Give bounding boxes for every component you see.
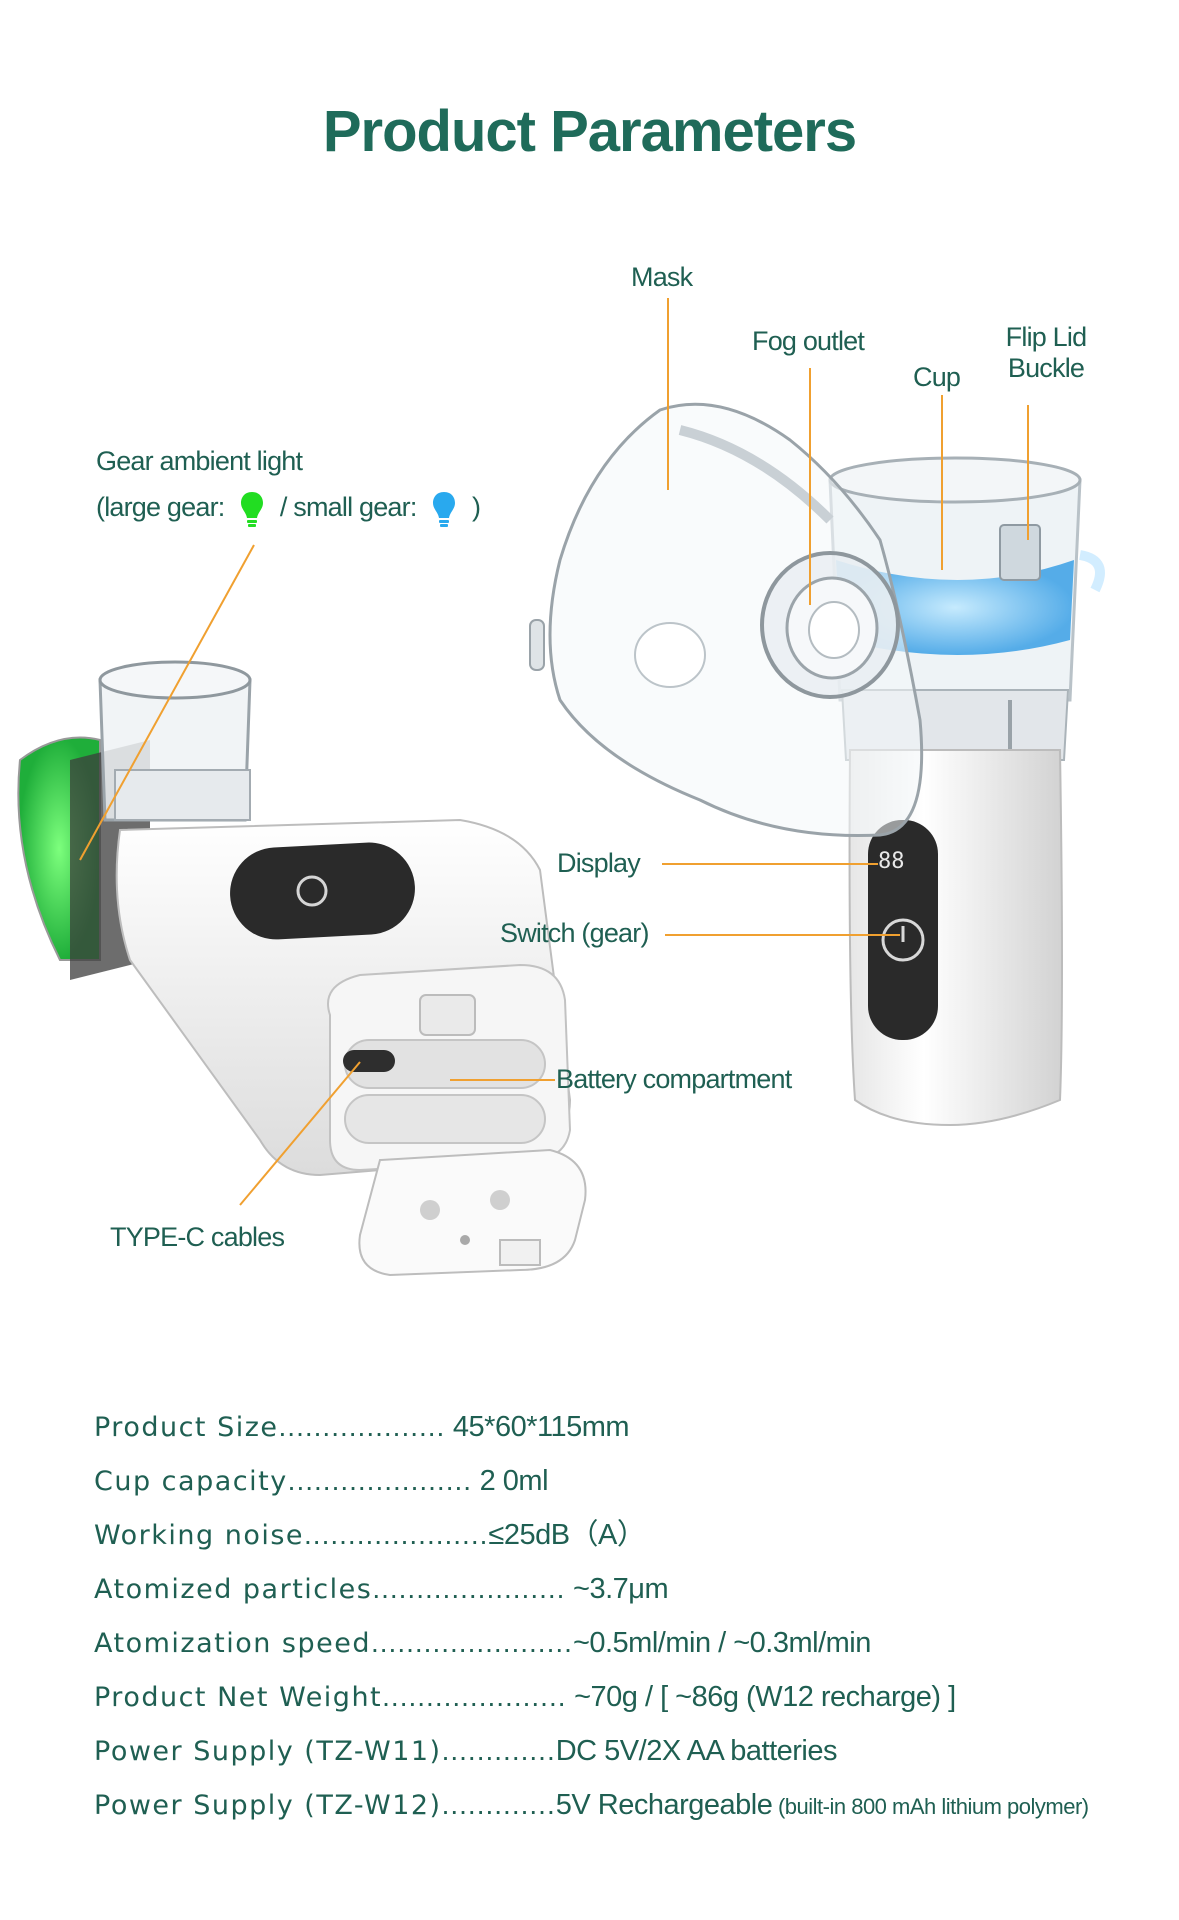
- spec-dots: .............: [441, 1789, 556, 1820]
- callout-gear-light-detail: (large gear: / small gear: ): [96, 490, 481, 528]
- page-title: Product Parameters: [322, 99, 857, 164]
- spec-row-atomization-speed: Atomization speed.......................…: [94, 1616, 1089, 1670]
- spec-value: 2 0ml: [472, 1465, 549, 1497]
- spec-value: ≤25dB（A）: [488, 1519, 646, 1551]
- callout-mask: Mask: [631, 262, 693, 292]
- callout-switch: Switch (gear): [500, 918, 649, 948]
- spec-value: 45*60*115mm: [445, 1411, 630, 1443]
- gear-light-mid: / small gear:: [279, 492, 417, 523]
- spec-list: Product Size................... 45*60*11…: [94, 1400, 1089, 1832]
- spec-value: ~0.5ml/min / ~0.3ml/min: [572, 1627, 871, 1659]
- battery-lid: [358, 1148, 587, 1277]
- callout-fog-outlet: Fog outlet: [752, 326, 865, 356]
- type-c-port: [343, 1050, 395, 1072]
- spec-value: DC 5V/2X AA batteries: [555, 1735, 838, 1767]
- spec-row-net-weight: Product Net Weight..................... …: [94, 1670, 1089, 1724]
- spec-dots: ...................: [278, 1411, 446, 1442]
- spec-dots: .............: [441, 1735, 556, 1766]
- standing-nebulizer: 88: [529, 402, 1105, 1127]
- callout-battery: Battery compartment: [556, 1064, 792, 1094]
- spec-dots: ......................: [372, 1573, 566, 1604]
- spec-dots: .....................: [304, 1519, 489, 1550]
- spec-label: Atomized particles: [94, 1574, 373, 1605]
- product-illustration: 88: [17, 298, 1105, 1277]
- spec-row-atomized-particles: Atomized particles......................…: [94, 1562, 1089, 1616]
- callout-type-c: TYPE-C cables: [110, 1222, 285, 1252]
- spec-label: Cup capacity: [94, 1466, 288, 1497]
- callout-cup: Cup: [913, 362, 961, 392]
- spec-label: Product Size: [94, 1412, 279, 1443]
- spec-label: Product Net Weight: [94, 1682, 383, 1713]
- callout-display: Display: [557, 848, 641, 878]
- spec-row-working-noise: Working noise.....................≤25dB（…: [94, 1508, 1089, 1562]
- power-icon: [881, 918, 925, 962]
- spec-row-cup-capacity: Cup capacity..................... 2 0ml: [94, 1454, 1089, 1508]
- callout-flip-lid-line2: Buckle: [1007, 353, 1085, 383]
- gear-light-prefix: (large gear:: [96, 492, 225, 523]
- display-readout: 88: [878, 849, 905, 874]
- spec-row-power-supply-w12: Power Supply (TZ-W12).............5V Rec…: [94, 1778, 1089, 1832]
- spec-label: Working noise: [94, 1520, 305, 1551]
- spec-value: ~70g / [ ~86g (W12 recharge) ]: [566, 1681, 956, 1713]
- spec-dots: .....................: [382, 1681, 567, 1712]
- spec-label: Power Supply (TZ-W11): [94, 1736, 442, 1767]
- leader-lines: [79, 298, 1029, 1206]
- leader-type-c: [239, 1061, 361, 1206]
- spec-row-product-size: Product Size................... 45*60*11…: [94, 1400, 1089, 1454]
- spec-label: Power Supply (TZ-W12): [94, 1790, 442, 1821]
- spec-value: ~3.7μm: [565, 1573, 669, 1605]
- lying-nebulizer: [17, 660, 587, 1277]
- callout-flip-lid-line1: Flip Lid: [1005, 322, 1087, 352]
- callout-flip-lid: Flip Lid Buckle: [990, 322, 1102, 384]
- spec-label: Atomization speed: [94, 1628, 371, 1659]
- bulb-blue-icon: [433, 492, 456, 527]
- gear-light-suffix: ): [471, 492, 481, 523]
- spec-value: 5V Rechargeable: [555, 1789, 773, 1821]
- spec-row-power-supply-w11: Power Supply (TZ-W11).............DC 5V/…: [94, 1724, 1089, 1778]
- leader-gear-light: [79, 544, 255, 861]
- flip-lid-buckle: [999, 524, 1041, 581]
- callout-gear-light-title: Gear ambient light: [96, 446, 303, 476]
- spec-dots: .....................: [287, 1465, 473, 1496]
- top-panel: [230, 842, 415, 940]
- spec-note: (built-in 800 mAh lithium polymer): [772, 1794, 1089, 1819]
- spec-dots: .......................: [371, 1627, 573, 1658]
- bulb-green-icon: [241, 492, 264, 527]
